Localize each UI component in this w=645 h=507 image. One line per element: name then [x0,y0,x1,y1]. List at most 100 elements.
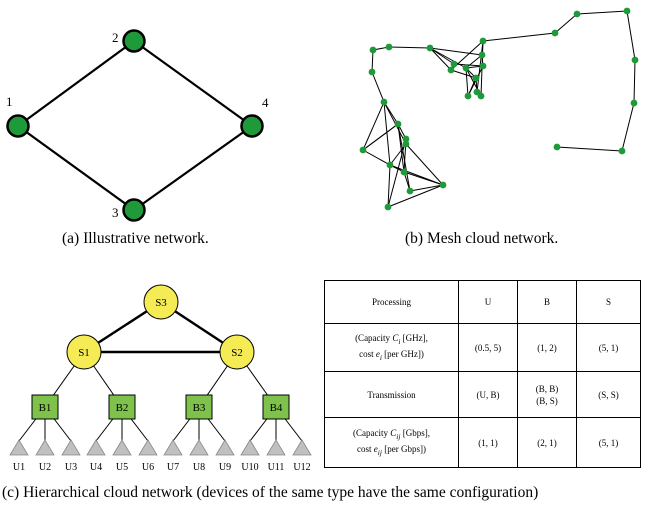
mesh-node [426,44,434,52]
processing-b-value: (1, 2) [517,323,577,372]
user-u1 [9,439,29,456]
mesh-edge [576,10,628,15]
mesh-edge [450,69,477,79]
transmission-label: Transmission [324,371,459,418]
mesh-node [472,74,480,82]
mesh-node [380,98,388,106]
user-u11 [266,439,286,456]
server-s2 [219,334,255,370]
mesh-edge [429,47,452,71]
mesh-edge [389,143,407,166]
mesh-node [551,29,559,37]
transmission-b-value: (2, 1) [517,417,577,468]
mesh-node [406,187,414,195]
base-b1-label: B1 [39,402,52,414]
mesh-edge [554,13,578,34]
mesh-edge [362,149,391,166]
transmission-s-link: (S, S) [576,371,641,418]
transmission-s-value: (5, 1) [576,417,641,468]
mesh-node [394,120,402,128]
mesh-node [402,135,410,143]
mesh-node [478,51,486,59]
transmission-b-link: (B, B)(B, S) [517,371,577,418]
col-s-header: S [576,280,641,324]
server-s1-label: S1 [78,347,90,359]
mesh-node [479,37,487,45]
node-1 [6,114,30,138]
caption-b: (b) Mesh cloud network. [405,230,559,247]
server-s1 [66,334,102,370]
mesh-node [386,161,394,169]
server-s2-label: S2 [231,347,243,359]
base-b2-label: B2 [116,402,129,414]
node-4-label: 4 [262,95,269,110]
mesh-node [630,99,638,107]
mesh-edge [362,101,385,151]
mesh-edge [465,67,469,97]
mesh-node [400,168,408,176]
mesh-edge [388,46,431,49]
server-s3 [143,284,179,320]
mesh-edge [621,102,635,152]
mesh-node [450,60,458,68]
node-2-label: 2 [112,30,119,45]
node-3-label: 3 [112,205,119,220]
user-u2 [35,439,55,456]
user-u11-label: U11 [268,462,285,473]
processing-s-value: (5, 1) [576,323,641,372]
node-1-label: 1 [6,94,13,109]
user-u4 [86,439,106,456]
col-b-header: B [517,280,577,324]
transmission-params-label: (Capacity Cij [Gbps], cost eij [per Gbps… [324,417,459,468]
mesh-edge [429,47,483,56]
mesh-node [553,143,561,151]
user-u5 [112,439,132,456]
mesh-edge [362,123,399,151]
user-u6-label: U6 [142,462,154,473]
user-u7 [163,439,183,456]
mesh-node [447,66,455,74]
mesh-network [359,7,639,211]
mesh-edge [482,32,556,42]
user-u3 [61,439,81,456]
user-u6 [138,439,158,456]
mesh-node [359,146,367,154]
user-u7-label: U7 [167,462,179,473]
illustrative-network: 1 2 3 4 [6,29,269,222]
mesh-node [631,56,639,64]
transmission-u-link: (U, B) [458,371,518,418]
user-u2-label: U2 [39,462,51,473]
user-u10-label: U10 [241,462,258,473]
user-u1-label: U1 [13,462,25,473]
mesh-node [618,147,626,155]
user-u12-label: U12 [293,462,310,473]
mesh-edge [371,71,385,103]
user-u4-label: U4 [90,462,102,473]
processing-label: Processing [324,280,459,324]
base-b4 [262,394,290,420]
edge-2-4 [133,40,253,127]
mesh-node [385,43,393,51]
table-row: (Capacity Ci [GHz], cost ei [per GHz]) (… [324,323,641,372]
user-u9 [215,439,235,456]
node-3 [122,198,146,222]
mesh-edge [633,59,636,104]
mesh-edge [403,171,444,186]
mesh-edge [383,101,391,166]
mesh-node [368,68,376,76]
edge-1-3 [17,125,135,211]
mesh-edge [397,123,411,192]
edge-3-4 [133,125,253,211]
user-u12 [292,439,312,456]
node-2 [122,29,146,53]
mesh-edge [429,47,467,69]
processing-u-value: (0.5, 5) [458,323,518,372]
caption-c: (c) Hierarchical cloud network (devices … [2,484,539,501]
mesh-node [623,7,631,15]
col-u-header: U [458,280,518,324]
mesh-edge [387,164,391,208]
mesh-node [439,181,447,189]
base-b4-label: B4 [270,402,283,414]
mesh-node [402,140,410,148]
mesh-edge [371,49,374,73]
